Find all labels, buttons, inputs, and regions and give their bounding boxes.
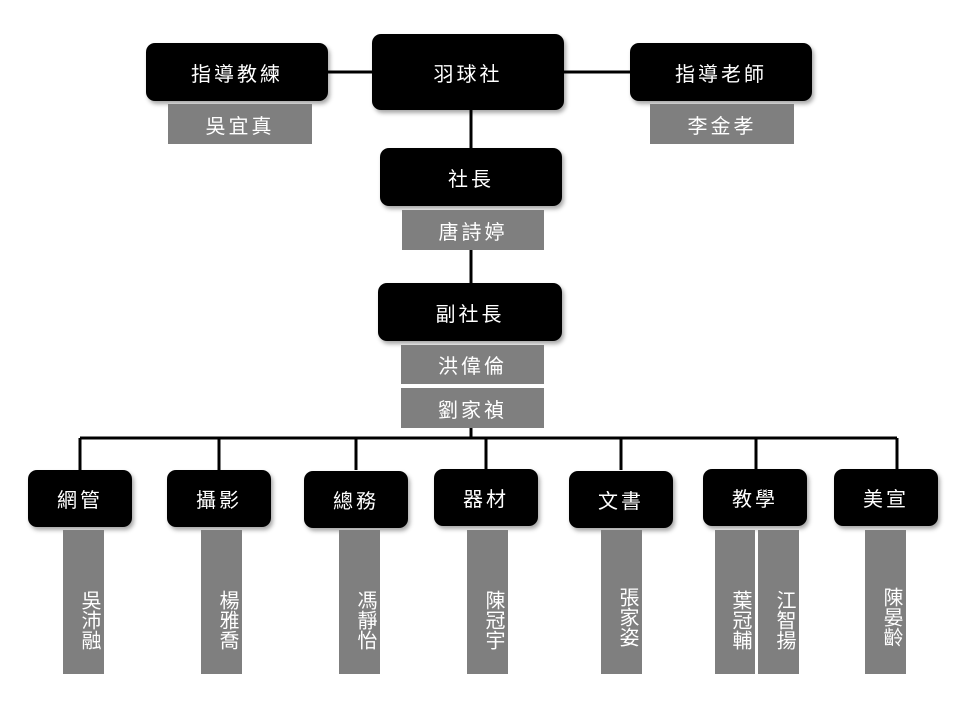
vice-name-box-2: 劉家禎 xyxy=(401,388,544,428)
member-box: 楊雅喬 xyxy=(201,530,242,674)
vice-name-box-1: 洪偉倫 xyxy=(401,345,544,384)
advisor-box: 指導老師 xyxy=(630,43,812,101)
dept-box-design: 美宣 xyxy=(834,469,938,526)
member-box: 葉冠輔 xyxy=(715,530,755,674)
vice-title: 副社長 xyxy=(435,301,505,326)
vice-name-2: 劉家禎 xyxy=(438,397,507,422)
dept-title: 網管 xyxy=(57,488,103,512)
member-name: 張家姿 xyxy=(616,587,640,647)
advisor-title: 指導老師 xyxy=(675,61,767,86)
root-box: 羽球社 xyxy=(372,34,564,110)
dept-box-teaching: 教學 xyxy=(703,469,807,526)
member-box: 張家姿 xyxy=(601,530,642,674)
president-box: 社長 xyxy=(380,148,562,206)
vice-name-1: 洪偉倫 xyxy=(438,354,507,378)
member-box: 江智揚 xyxy=(758,530,799,674)
advisor-name: 李金孝 xyxy=(687,113,757,138)
member-box: 馮靜怡 xyxy=(339,530,380,674)
member-name: 陳冠宇 xyxy=(482,590,506,650)
president-title: 社長 xyxy=(448,166,494,191)
member-box: 陳冠宇 xyxy=(467,530,508,674)
dept-title: 美宣 xyxy=(863,487,909,511)
president-name: 唐詩婷 xyxy=(438,219,508,244)
member-name: 吳沛融 xyxy=(78,590,102,650)
member-box: 陳晏齡 xyxy=(865,530,906,674)
coach-name-box: 吳宜真 xyxy=(168,104,312,144)
coach-box: 指導教練 xyxy=(146,43,328,101)
dept-box-secretary: 文書 xyxy=(569,471,673,528)
member-name: 葉冠輔 xyxy=(729,590,753,650)
member-name: 陳晏齡 xyxy=(880,587,904,647)
president-name-box: 唐詩婷 xyxy=(402,210,544,250)
dept-title: 文書 xyxy=(598,489,644,513)
advisor-name-box: 李金孝 xyxy=(650,104,794,144)
dept-title: 器材 xyxy=(463,487,509,511)
dept-title: 總務 xyxy=(333,489,379,513)
member-name: 江智揚 xyxy=(773,590,797,650)
dept-title: 攝影 xyxy=(196,488,242,512)
vice-box: 副社長 xyxy=(378,283,562,341)
coach-name: 吳宜真 xyxy=(205,113,275,138)
dept-box-general: 總務 xyxy=(304,471,408,528)
dept-title: 教學 xyxy=(732,487,778,511)
coach-title: 指導教練 xyxy=(191,61,283,86)
root-title: 羽球社 xyxy=(433,61,503,86)
member-name: 楊雅喬 xyxy=(216,590,240,650)
member-box: 吳沛融 xyxy=(63,530,104,674)
member-name: 馮靜怡 xyxy=(354,590,378,650)
dept-box-photo: 攝影 xyxy=(167,470,271,527)
dept-box-equipment: 器材 xyxy=(434,469,538,526)
dept-box-network: 網管 xyxy=(28,470,132,527)
